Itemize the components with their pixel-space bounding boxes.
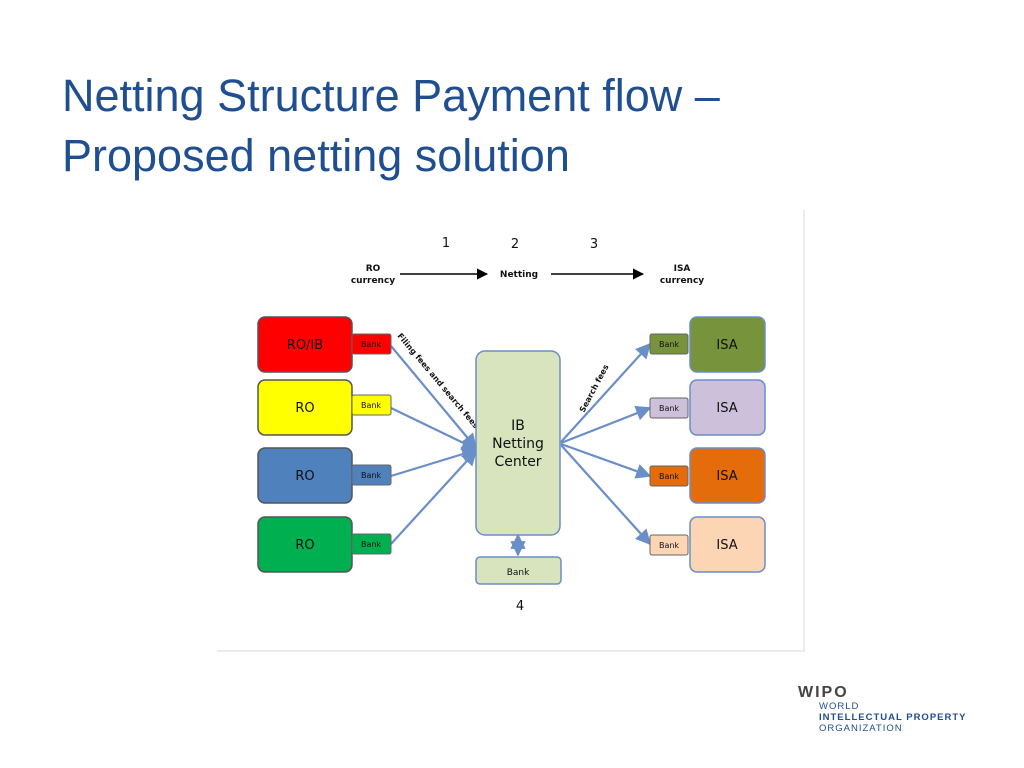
slide-title: Netting Structure Payment flow – Propose… — [62, 66, 962, 186]
isa-currency-line2: currency — [660, 276, 704, 286]
title-line-1: Netting Structure Payment flow – — [62, 70, 720, 121]
bank-label: Bank — [361, 471, 381, 480]
right-authority-1: Bank ISA — [649, 316, 766, 373]
right-authority-3: Bank ISA — [649, 447, 766, 504]
netting-label: Netting — [500, 270, 538, 280]
bank-label: Bank — [659, 472, 679, 481]
logo-line-3: ORGANIZATION — [819, 723, 903, 734]
ro-currency-line1: RO — [366, 264, 381, 274]
isa-label: ISA — [716, 401, 737, 416]
arrow-left-1 — [390, 345, 477, 450]
isa-label: ISA — [716, 338, 737, 353]
logo-wordmark: WIPO — [798, 684, 849, 701]
bank-label: Bank — [659, 340, 679, 349]
center-line-1: IB — [511, 418, 525, 434]
arrow-right-2 — [560, 405, 652, 445]
bank-box — [649, 534, 689, 556]
bank-label: Bank — [361, 540, 381, 549]
arrow-left-4 — [390, 449, 478, 545]
bank-box — [351, 464, 392, 486]
netting-center: IB Netting Center — [475, 350, 561, 536]
bank-box — [351, 394, 392, 416]
right-authority-4: Bank ISA — [649, 516, 766, 573]
center-bank-box — [475, 556, 562, 585]
wipo-logo: WIPO WORLD INTELLECTUAL PROPERTY ORGANIZ… — [798, 684, 998, 734]
logo-line-1: WORLD — [819, 701, 860, 712]
step-2-label: 2 — [511, 237, 519, 252]
bank-label: Bank — [361, 401, 381, 410]
step-1-label: 1 — [442, 236, 450, 251]
bank-box — [649, 333, 689, 355]
isa-label: ISA — [716, 469, 737, 484]
netting-center-box — [475, 350, 561, 536]
bank-box — [351, 533, 392, 555]
bank-box — [351, 333, 392, 355]
left-office-3: RO Bank — [257, 447, 392, 504]
isa-box — [689, 516, 766, 573]
logo-line-2: INTELLECTUAL PROPERTY — [819, 712, 967, 723]
arrow-left-3 — [390, 446, 478, 478]
bank-label: Bank — [659, 541, 679, 550]
left-office-4: RO Bank — [257, 516, 392, 573]
isa-box — [689, 379, 766, 436]
right-authority-2: Bank ISA — [649, 379, 766, 436]
ro-label: RO — [295, 538, 314, 553]
netting-diagram: 1 2 3 4 RO currency Netting ISA currency… — [217, 210, 805, 652]
ro-label: RO — [295, 469, 314, 484]
ro-ib-label: RO/IB — [287, 338, 323, 353]
arrow-right-1 — [560, 342, 652, 443]
step-3-label: 3 — [590, 237, 598, 252]
arrow-right-3 — [560, 442, 652, 479]
arrow-left-2 — [390, 407, 478, 450]
bank-box — [649, 397, 689, 419]
isa-currency-line1: ISA — [674, 264, 691, 274]
step-4-label: 4 — [516, 599, 524, 614]
isa-box — [689, 447, 766, 504]
left-office-2: RO Bank — [257, 379, 392, 436]
ro-currency-line2: currency — [351, 276, 395, 286]
left-office-1: RO/IB Bank — [257, 316, 392, 373]
ro-label: RO — [295, 401, 314, 416]
center-line-2: Netting — [492, 436, 544, 452]
center-bank: Bank — [475, 556, 562, 585]
center-line-3: Center — [494, 454, 541, 470]
isa-label: ISA — [716, 538, 737, 553]
bank-label: Bank — [659, 404, 679, 413]
isa-box — [689, 316, 766, 373]
arrow-right-4 — [560, 444, 652, 546]
title-line-2: Proposed netting solution — [62, 130, 570, 181]
bank-label: Bank — [361, 340, 381, 349]
center-bank-label: Bank — [507, 568, 530, 578]
bank-box — [649, 465, 689, 487]
